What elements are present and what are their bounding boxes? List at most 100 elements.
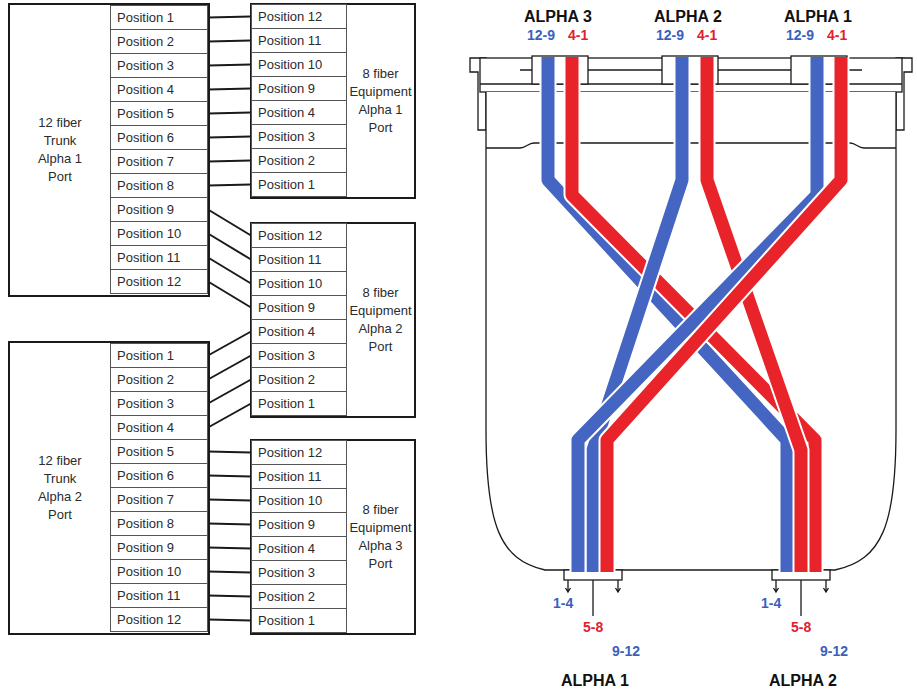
fiber-range: 5-8 xyxy=(791,620,811,635)
position-cell: Position 9 xyxy=(110,535,208,560)
position-cell: Position 1 xyxy=(251,608,347,633)
position-text: Position 4 xyxy=(258,324,315,339)
fiber-line xyxy=(208,356,251,380)
position-text: Position 2 xyxy=(117,34,174,49)
position-cell: Position 6 xyxy=(110,125,208,150)
port-label-zone: 8 fiber Equipment Alpha 1 Port xyxy=(347,5,414,197)
fiber-line xyxy=(208,380,251,404)
position-cell: Position 1 xyxy=(110,343,208,368)
position-text: Position 12 xyxy=(258,9,322,24)
position-cell: Position 12 xyxy=(251,223,347,248)
position-text: Position 5 xyxy=(117,106,174,121)
position-text: Position 5 xyxy=(117,444,174,459)
position-cell: Position 7 xyxy=(110,487,208,512)
position-text: Position 4 xyxy=(258,105,315,120)
position-text: Position 10 xyxy=(258,57,322,72)
position-text: Position 11 xyxy=(117,250,180,265)
position-cell: Position 2 xyxy=(251,367,347,392)
position-cell: Position 3 xyxy=(110,391,208,416)
position-text: Position 12 xyxy=(117,274,181,289)
position-cell: Position 3 xyxy=(251,560,347,585)
trunk-port-box: 12 fiber Trunk Alpha 2 Port Position 1 Pos… xyxy=(8,341,210,635)
position-text: Position 11 xyxy=(258,33,321,48)
fiber-range: 5-8 xyxy=(583,620,603,635)
position-text: Position 3 xyxy=(117,58,174,73)
position-cell: Position 11 xyxy=(110,583,208,608)
equipment-port-box: 8 fiber Equipment Alpha 2 Port Position 1… xyxy=(250,222,416,418)
position-text: Position 4 xyxy=(117,82,174,97)
port-label-zone: 8 fiber Equipment Alpha 3 Port xyxy=(347,441,414,633)
position-cell: Position 4 xyxy=(251,100,347,125)
position-text: Position 11 xyxy=(258,252,321,267)
fiber-line xyxy=(208,41,251,42)
position-cell: Position 11 xyxy=(251,28,347,53)
fiber-line xyxy=(208,113,251,114)
position-cell: Position 6 xyxy=(110,463,208,488)
position-cell: Position 10 xyxy=(110,559,208,584)
position-cell: Position 12 xyxy=(110,607,208,632)
position-cell: Position 3 xyxy=(251,124,347,149)
port-name: ALPHA 3 xyxy=(524,8,592,26)
position-text: Position 9 xyxy=(117,202,174,217)
equipment-port-box: 8 fiber Equipment Alpha 1 PortPosition 1… xyxy=(250,3,416,199)
fiber-range: 4-1 xyxy=(568,28,588,43)
position-cell: Position 2 xyxy=(110,29,208,54)
port-name: ALPHA 2 xyxy=(769,672,837,690)
position-text: Position 11 xyxy=(117,588,180,603)
fiber-range: 1-4 xyxy=(553,596,573,611)
fiber-line xyxy=(208,596,251,597)
fiber-line xyxy=(208,548,251,549)
fiber-line xyxy=(208,524,251,525)
position-cell: Position 10 xyxy=(251,271,347,296)
position-cell: Position 5 xyxy=(110,439,208,464)
fiber-line xyxy=(208,234,251,260)
port-label-zone: 12 fiber Trunk Alpha 2 Port xyxy=(10,343,110,633)
fiber-range: 1-4 xyxy=(761,596,781,611)
position-text: Position 2 xyxy=(258,153,315,168)
position-cell: Position 1 xyxy=(110,5,208,30)
position-cell: Position 12 xyxy=(251,440,347,465)
position-cell: Position 11 xyxy=(251,464,347,489)
position-cell: Position 1 xyxy=(251,172,347,197)
position-text: Position 9 xyxy=(258,300,315,315)
position-cell: Position 4 xyxy=(251,319,347,344)
position-text: Position 9 xyxy=(258,517,315,532)
position-cell: Position 4 xyxy=(251,536,347,561)
fiber-range: 9-12 xyxy=(820,644,848,659)
position-cell: Position 10 xyxy=(251,488,347,513)
port-label: 8 fiber Equipment Alpha 2 Port xyxy=(348,284,414,356)
position-text: Position 12 xyxy=(258,228,322,243)
position-text: Position 6 xyxy=(117,468,174,483)
position-text: Position 9 xyxy=(117,540,174,555)
position-cell: Position 9 xyxy=(110,197,208,222)
fiber-range: 12-9 xyxy=(786,28,814,43)
position-cell: Position 2 xyxy=(251,584,347,609)
position-text: Position 4 xyxy=(258,541,315,556)
fiber-line xyxy=(208,620,251,621)
port-label: 8 fiber Equipment Alpha 1 Port xyxy=(348,65,414,137)
position-text: Position 12 xyxy=(258,445,322,460)
position-text: Position 10 xyxy=(258,276,322,291)
position-text: Position 9 xyxy=(258,81,315,96)
position-text: Position 2 xyxy=(258,589,315,604)
position-text: Position 10 xyxy=(258,493,322,508)
fiber-line xyxy=(208,137,251,138)
position-cell: Position 7 xyxy=(110,149,208,174)
position-text: Position 11 xyxy=(258,469,321,484)
position-text: Position 8 xyxy=(117,178,174,193)
position-text: Position 1 xyxy=(258,177,315,192)
port-label-zone: 8 fiber Equipment Alpha 2 Port xyxy=(347,224,414,416)
module-housing xyxy=(470,56,912,592)
position-cell: Position 11 xyxy=(110,245,208,270)
fiber-line xyxy=(208,185,251,186)
leader-lines xyxy=(593,580,801,616)
position-cell: Position 12 xyxy=(251,4,347,29)
port-name: ALPHA 1 xyxy=(784,8,852,26)
fiber-line xyxy=(208,89,251,90)
position-text: Position 1 xyxy=(117,348,174,363)
fiber-range: 12-9 xyxy=(527,28,555,43)
fiber-range: 9-12 xyxy=(612,644,640,659)
position-text: Position 3 xyxy=(258,348,315,363)
position-cell: Position 8 xyxy=(110,173,208,198)
fiber-line xyxy=(208,572,251,573)
